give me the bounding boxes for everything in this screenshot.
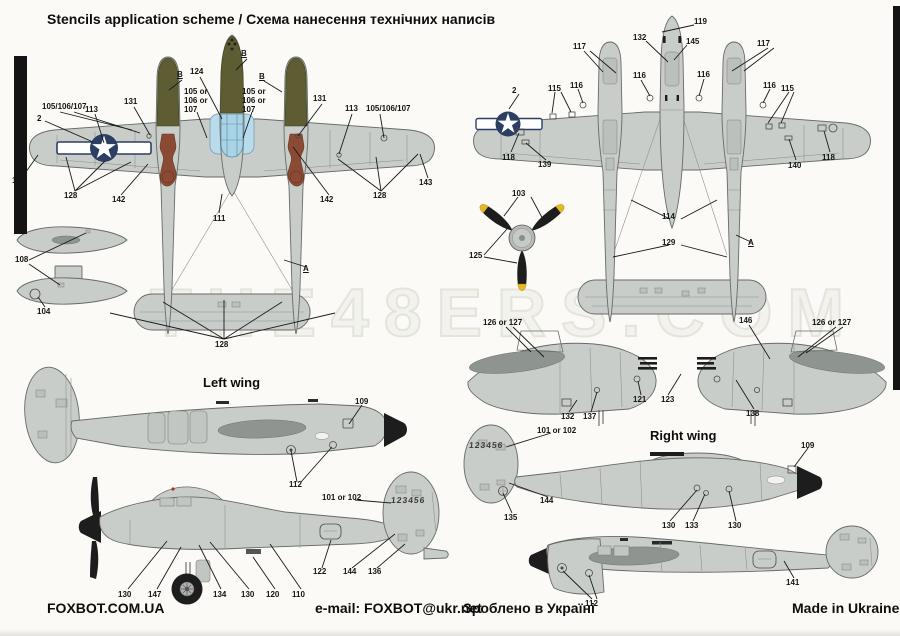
callout-A: A bbox=[303, 264, 309, 273]
callout-124: 124 bbox=[190, 67, 204, 76]
callout-134: 134 bbox=[213, 590, 227, 599]
callout-132: 132 bbox=[561, 412, 575, 421]
callout-131: 131 bbox=[313, 94, 327, 103]
callout-108: 108 bbox=[15, 255, 29, 264]
callout-105-or-106-or-107: 105 or 106 or 107 bbox=[242, 87, 266, 115]
callout-117: 117 bbox=[573, 42, 586, 51]
left-wing-heading: Left wing bbox=[203, 375, 261, 390]
callout-119: 119 bbox=[694, 17, 707, 26]
callout-111: 111 bbox=[213, 214, 226, 223]
scan-film-edge-left bbox=[14, 56, 27, 234]
callout-144: 144 bbox=[343, 567, 357, 576]
callout-114: 114 bbox=[662, 212, 675, 221]
callout-130: 130 bbox=[241, 590, 255, 599]
callout-130: 130 bbox=[118, 590, 132, 599]
callout-123: 123 bbox=[661, 395, 675, 404]
callout-112: 112 bbox=[585, 599, 598, 608]
callout-117: 117 bbox=[757, 39, 770, 48]
callout-115: 115 bbox=[548, 84, 561, 93]
callout-101-or-102: 101 or 102 bbox=[322, 493, 362, 502]
callout-145: 145 bbox=[686, 37, 700, 46]
callout-B: B bbox=[241, 49, 247, 58]
callout-2: 2 bbox=[37, 114, 42, 123]
callout-139: 139 bbox=[538, 160, 552, 169]
scan-film-edge-right bbox=[893, 6, 900, 390]
callout-126-or-127: 126 or 127 bbox=[812, 318, 852, 327]
callout-115: 115 bbox=[781, 84, 794, 93]
callout-105-106-107: 105/106/107 bbox=[42, 102, 87, 111]
callout-131: 131 bbox=[124, 97, 138, 106]
callout-136: 136 bbox=[368, 567, 382, 576]
callout-122: 122 bbox=[313, 567, 327, 576]
callout-129: 129 bbox=[662, 238, 676, 247]
tail-boom-diagram bbox=[528, 525, 879, 595]
callout-121: 121 bbox=[633, 395, 647, 404]
callout-132: 132 bbox=[633, 33, 647, 42]
callout-135: 135 bbox=[504, 513, 518, 522]
star-insignia-bottom bbox=[475, 111, 543, 137]
callout-116: 116 bbox=[697, 70, 710, 79]
callout-A: A bbox=[748, 238, 754, 247]
callout-113: 113 bbox=[345, 104, 358, 113]
footer-email: e-mail: FOXBOT@ukr.net bbox=[315, 600, 482, 616]
callout-141: 141 bbox=[786, 578, 800, 587]
callout-105-106-107: 105/106/107 bbox=[366, 104, 411, 113]
callout-128: 128 bbox=[373, 191, 387, 200]
callout-144: 144 bbox=[540, 496, 554, 505]
callout-B: B bbox=[259, 72, 265, 81]
callout-126-or-127: 126 or 127 bbox=[483, 318, 523, 327]
callout-142: 142 bbox=[112, 195, 126, 204]
callout-116: 116 bbox=[763, 81, 776, 90]
callout-142: 142 bbox=[320, 195, 334, 204]
nacelle-side-views bbox=[467, 330, 887, 427]
propeller-diagram bbox=[477, 201, 567, 291]
callout-140: 140 bbox=[788, 161, 802, 170]
callout-109: 109 bbox=[801, 441, 815, 450]
callout-130: 130 bbox=[728, 521, 742, 530]
callout-116: 116 bbox=[570, 81, 583, 90]
callout-2: 2 bbox=[512, 86, 517, 95]
callout-133: 133 bbox=[685, 521, 699, 530]
right-wing-heading: Right wing bbox=[650, 428, 717, 443]
callout-116: 116 bbox=[633, 71, 646, 80]
footer-website: FOXBOT.COM.UA bbox=[47, 600, 165, 616]
callout-128: 128 bbox=[215, 340, 229, 349]
callout-109: 109 bbox=[355, 397, 369, 406]
callout-147: 147 bbox=[148, 590, 162, 599]
callout-B: B bbox=[177, 70, 183, 79]
callout-118: 118 bbox=[502, 153, 515, 162]
left-wing-diagram bbox=[24, 366, 407, 464]
callout-103: 103 bbox=[512, 189, 526, 198]
callout-101-or-102: 101 or 102 bbox=[537, 426, 577, 435]
callout-110: 110 bbox=[292, 590, 305, 599]
callout-112: 112 bbox=[289, 480, 302, 489]
callout-130: 130 bbox=[662, 521, 676, 530]
footer-made-in-ua: Зроблено в Україні bbox=[463, 600, 595, 616]
page-title: Stencils application scheme / Схема нане… bbox=[47, 11, 496, 27]
callout-138: 138 bbox=[746, 409, 760, 418]
callout-105-or-106-or-107: 105 or 106 or 107 bbox=[184, 87, 208, 115]
footer-made-in-en: Made in Ukraine bbox=[792, 600, 900, 616]
callout-125: 125 bbox=[469, 251, 483, 260]
callout-146: 146 bbox=[739, 316, 753, 325]
serial-stencil: 123456 bbox=[390, 495, 426, 505]
leader-lines bbox=[22, 24, 844, 600]
serial-stencil: 123456 bbox=[468, 440, 504, 450]
callout-104: 104 bbox=[37, 307, 51, 316]
callout-120: 120 bbox=[266, 590, 280, 599]
fuselage-side-diagram bbox=[78, 471, 449, 605]
callout-143: 143 bbox=[419, 178, 433, 187]
scan-shadow bbox=[0, 629, 900, 636]
callout-128: 128 bbox=[64, 191, 78, 200]
callout-118: 118 bbox=[822, 153, 835, 162]
callout-113: 113 bbox=[85, 105, 98, 114]
callout-137: 137 bbox=[583, 412, 597, 421]
